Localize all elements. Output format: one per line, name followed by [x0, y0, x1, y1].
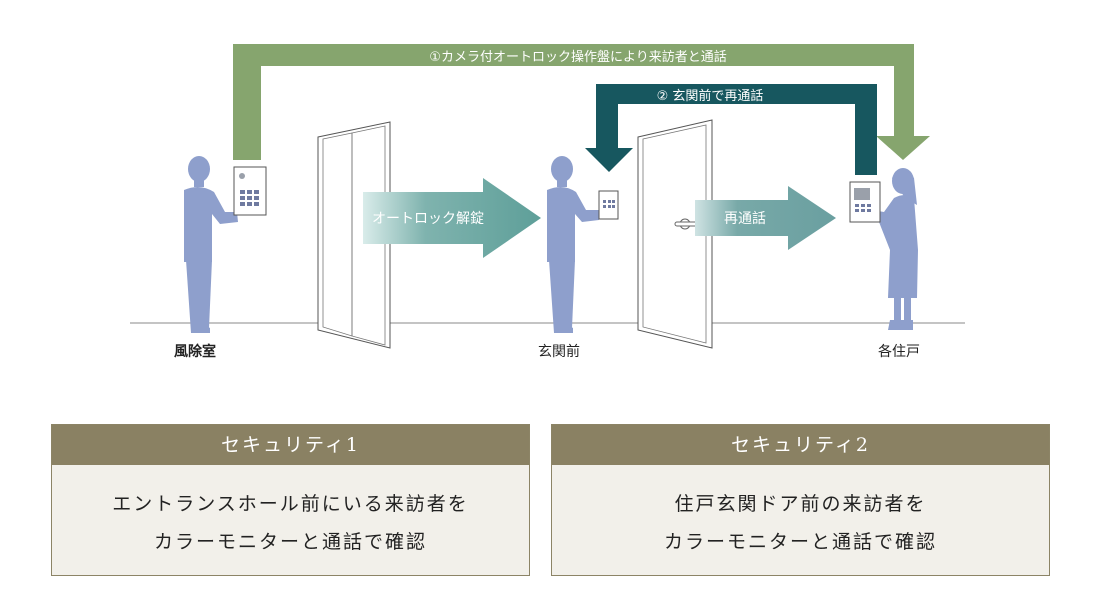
- entrance-intercom-panel: [598, 190, 619, 220]
- recall-label: 再通話: [724, 210, 766, 227]
- security-card-2-line-1: 住戸玄関ドア前の来訪者を: [674, 493, 927, 515]
- recall-arrow: [695, 186, 836, 250]
- visitor-figure-lobby: [184, 156, 238, 333]
- security-flow-diagram: ①カメラ付オートロック操作盤により来訪者と通話 ② 玄関前で再通話 オートロック…: [130, 44, 965, 349]
- lobby-door: [317, 121, 391, 349]
- security-card-1-line-1: エントランスホール前にいる来訪者を: [112, 493, 469, 515]
- call-route-2-arrow: [585, 84, 877, 175]
- security-card-2-body: 住戸玄関ドア前の来訪者を カラーモニターと通話で確認: [552, 465, 1049, 561]
- location-label-lobby: 風除室: [174, 344, 216, 360]
- security-card-1: セキュリティ1 エントランスホール前にいる来訪者を カラーモニターと通話で確認: [51, 424, 530, 576]
- location-label-unit: 各住戸: [878, 344, 920, 360]
- security-card-1-line-2: カラーモニターと通話で確認: [153, 531, 427, 553]
- lobby-intercom-panel: [233, 166, 267, 216]
- unit-intercom-monitor: [849, 181, 881, 223]
- call-route-2-label: ② 玄関前で再通話: [657, 88, 764, 104]
- unlock-label: オートロック解錠: [372, 211, 484, 227]
- location-label-entrance: 玄関前: [538, 344, 580, 360]
- security-card-2: セキュリティ2 住戸玄関ドア前の来訪者を カラーモニターと通話で確認: [551, 424, 1050, 576]
- security-card-2-line-2: カラーモニターと通話で確認: [663, 531, 937, 553]
- security-card-1-title: セキュリティ1: [52, 425, 529, 465]
- unit-door: [637, 119, 713, 349]
- call-route-1-label: ①カメラ付オートロック操作盤により来訪者と通話: [429, 49, 726, 65]
- security-card-2-title: セキュリティ2: [552, 425, 1049, 465]
- visitor-figure-entrance: [547, 156, 599, 333]
- resident-figure: [871, 168, 918, 330]
- unlock-arrow: [363, 178, 541, 258]
- security-card-1-body: エントランスホール前にいる来訪者を カラーモニターと通話で確認: [52, 465, 529, 561]
- call-route-1-arrow: [233, 44, 930, 160]
